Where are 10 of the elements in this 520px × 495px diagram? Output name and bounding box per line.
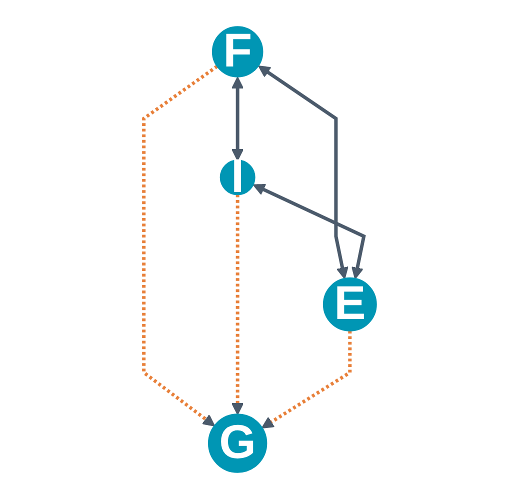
node-circle: E bbox=[322, 277, 377, 332]
arrow bbox=[261, 330, 352, 428]
arrow bbox=[258, 66, 348, 280]
arrow bbox=[231, 76, 244, 161]
arrow bbox=[142, 64, 218, 426]
node-circle: G bbox=[208, 414, 268, 473]
arrow bbox=[231, 194, 244, 415]
arrow bbox=[252, 184, 366, 280]
node-circle: I bbox=[220, 160, 256, 196]
node-circle: F bbox=[212, 26, 264, 78]
